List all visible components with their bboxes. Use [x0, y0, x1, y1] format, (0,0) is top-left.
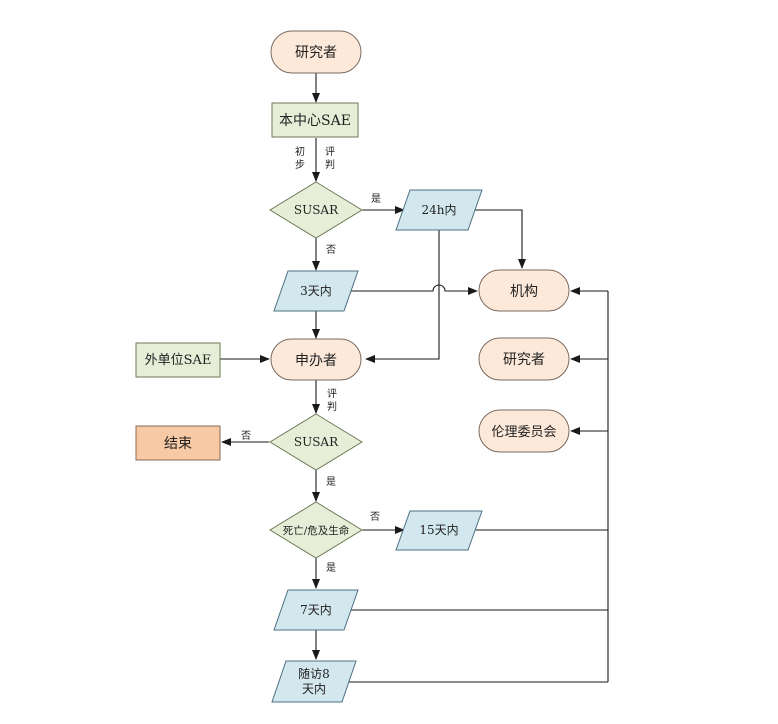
- label-evaluate-2a: 评: [327, 388, 337, 400]
- node-external-sae: 外单位SAE: [135, 342, 221, 378]
- node-within-15d-label: 15天内: [419, 523, 458, 537]
- node-within-24h-label: 24h内: [422, 203, 457, 217]
- node-death-life-threat: 死亡/危及生命: [269, 501, 363, 559]
- node-sponsor: 申办者: [270, 338, 362, 381]
- node-within-24h: 24h内: [395, 189, 483, 231]
- node-ethics-committee: 伦理委员会: [478, 409, 570, 453]
- label-initial-2: 步: [295, 159, 305, 171]
- node-researcher-top: 研究者: [270, 30, 362, 74]
- edge-3d-to-institution: [346, 284, 478, 295]
- node-local-sae-label: 本中心SAE: [279, 113, 351, 129]
- node-ethics-committee-label: 伦理委员会: [491, 425, 556, 440]
- node-researcher-right: 研究者: [478, 337, 570, 381]
- label-no-3: 否: [370, 511, 380, 523]
- node-researcher-top-label: 研究者: [295, 45, 337, 61]
- edge-24h-to-institution: [474, 209, 526, 269]
- node-susar-1: SUSAR: [269, 181, 363, 239]
- node-within-3d: 3天内: [273, 270, 359, 312]
- label-evaluate-1b: 判: [325, 159, 335, 171]
- label-no-1: 否: [326, 244, 336, 256]
- node-followup: 随访8 天内: [271, 660, 357, 703]
- node-susar-2-label: SUSAR: [294, 435, 339, 449]
- node-followup-label-line1: 随访8: [298, 666, 330, 681]
- node-sponsor-label: 申办者: [295, 353, 337, 369]
- node-end-label: 结束: [164, 436, 192, 452]
- node-death-life-threat-label: 死亡/危及生命: [283, 524, 350, 537]
- edge-labels: 初 步 评 判 是 否 评 判 否 是 否 是: [241, 145, 381, 574]
- edge-24h-to-sponsor: [365, 230, 440, 363]
- node-within-15d: 15天内: [395, 510, 483, 551]
- label-yes-3: 是: [326, 562, 336, 574]
- node-susar-2: SUSAR: [269, 413, 363, 471]
- node-local-sae: 本中心SAE: [271, 102, 359, 138]
- node-researcher-right-label: 研究者: [503, 352, 545, 368]
- label-yes-1: 是: [371, 193, 381, 205]
- label-no-2: 否: [241, 430, 251, 442]
- node-external-sae-label: 外单位SAE: [145, 353, 212, 368]
- node-institution-label: 机构: [510, 284, 538, 300]
- label-yes-2: 是: [326, 476, 336, 488]
- connectors: [220, 73, 609, 683]
- node-within-3d-label: 3天内: [300, 284, 332, 298]
- node-within-7d-label: 7天内: [300, 603, 332, 617]
- node-institution: 机构: [478, 269, 570, 312]
- node-followup-label-line2: 天内: [302, 682, 326, 696]
- node-end: 结束: [135, 425, 221, 461]
- node-within-7d: 7天内: [273, 589, 359, 631]
- label-evaluate-2b: 判: [327, 401, 337, 413]
- label-evaluate-1a: 评: [325, 146, 335, 158]
- node-susar-1-label: SUSAR: [294, 203, 339, 217]
- label-initial-1: 初: [295, 145, 305, 158]
